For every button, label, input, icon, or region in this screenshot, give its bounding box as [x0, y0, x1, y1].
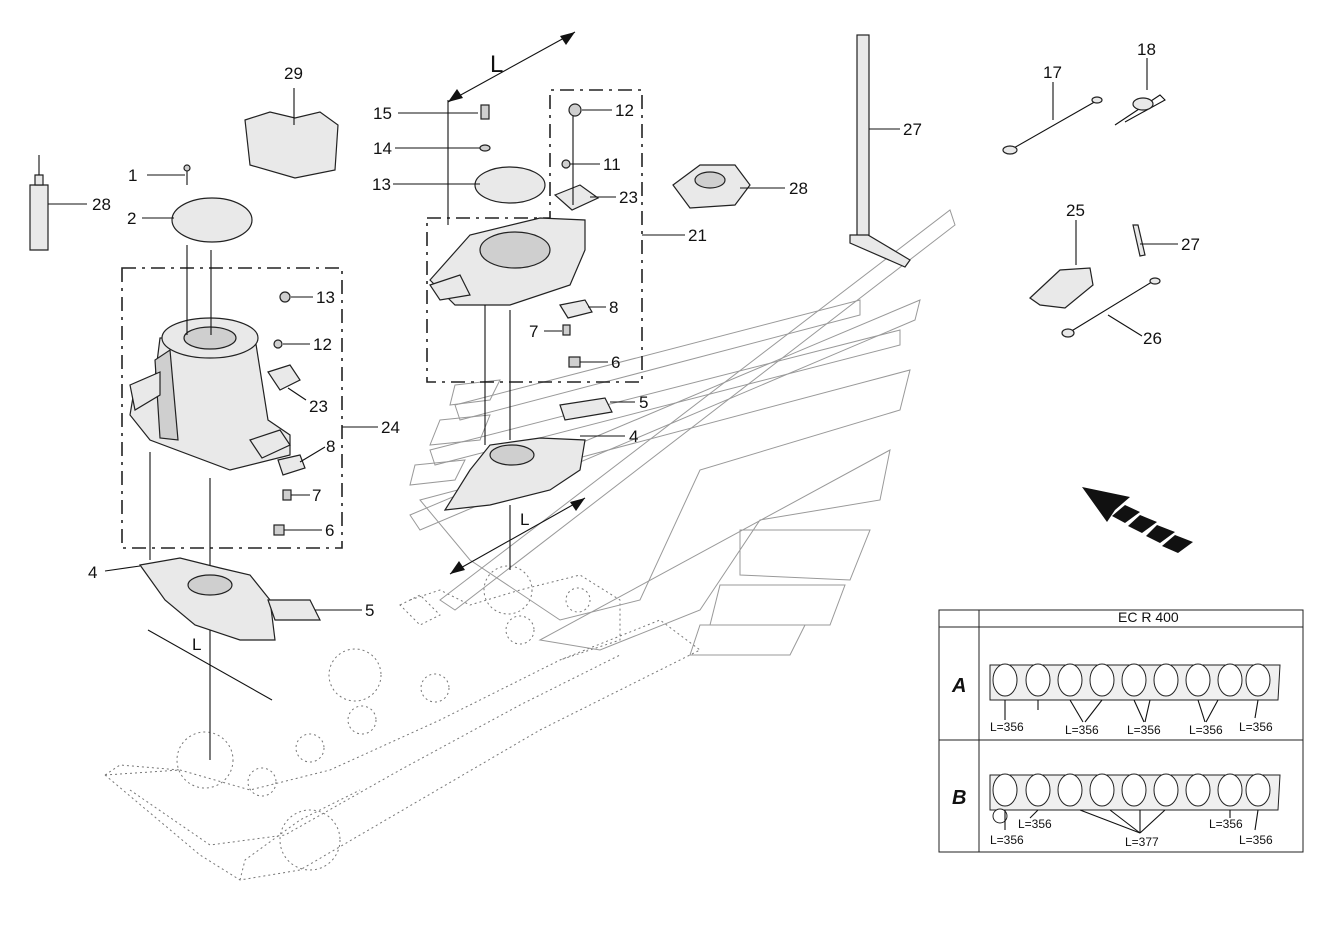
- callout-14: 14: [373, 139, 392, 158]
- row-a-value-5: L=356: [1239, 720, 1273, 734]
- callout-26: 28: [92, 195, 111, 214]
- dimension-L-top: L: [490, 51, 503, 78]
- table-model-header: EC R 400: [1118, 609, 1179, 625]
- callout-8-right: 8: [609, 298, 618, 317]
- spacing-table: EC R 400 A L=356 L=356 L=356 L=: [938, 609, 1304, 853]
- callout-13: 13: [372, 175, 391, 194]
- callout-15: 15: [373, 104, 392, 123]
- callout-20-left: 23: [309, 397, 328, 416]
- callout-6-right: 5: [639, 393, 648, 412]
- row-b-value-4: L=356: [1209, 817, 1243, 831]
- row-a-value-3: L=356: [1127, 723, 1161, 737]
- callout-7-left: 7: [312, 486, 321, 505]
- row-b-value-1: L=356: [990, 833, 1024, 847]
- row-a-value-2: L=356: [1065, 723, 1099, 737]
- callout-23: 25: [1066, 201, 1085, 220]
- callout-8-left: 8: [326, 437, 335, 456]
- misc-parts: [672, 34, 1193, 553]
- callout-4-left: 4: [88, 563, 97, 582]
- callout-2: 2: [127, 209, 136, 228]
- callout-4-right: 4: [629, 427, 638, 446]
- row-a-disc-strip: [989, 663, 1281, 723]
- swath-plates: [409, 209, 956, 656]
- callout-labels: 1 2 28 29 13 12 23 24 8 7 6 4 5 15 14 13…: [88, 40, 1200, 654]
- callout-1: 1: [128, 166, 137, 185]
- callout-24: 26: [1143, 329, 1162, 348]
- callout-5-left: 6: [325, 521, 334, 540]
- callout-11-right: 11: [603, 155, 621, 174]
- right-disc-assembly: [426, 31, 643, 575]
- callout-25: 27: [1181, 235, 1200, 254]
- callout-17: 17: [1043, 63, 1062, 82]
- callout-11-left: 12: [313, 335, 332, 354]
- row-a-value-4: L=356: [1189, 723, 1223, 737]
- callout-21: 24: [381, 418, 400, 437]
- row-a-value-1: L=356: [990, 720, 1024, 734]
- callout-20-right: 23: [619, 188, 638, 207]
- cutter-bar-outline: [103, 565, 701, 881]
- row-b-value-2: L=356: [1018, 817, 1052, 831]
- left-drum-assembly: [29, 111, 343, 760]
- row-label-a: A: [951, 675, 966, 697]
- callout-5-right: 6: [611, 353, 620, 372]
- row-b-disc-strip: [989, 773, 1281, 834]
- callout-12-right: 12: [615, 101, 634, 120]
- callout-7-right: 7: [529, 322, 538, 341]
- dimension-L-left: L: [192, 635, 201, 654]
- dimension-L-right: L: [520, 510, 529, 529]
- callout-6-left: 5: [365, 601, 374, 620]
- callout-19: 21: [688, 226, 707, 245]
- callout-28: 28: [789, 179, 808, 198]
- callout-27: 27: [903, 120, 922, 139]
- callout-12-left: 13: [316, 288, 335, 307]
- callout-18: 18: [1137, 40, 1156, 59]
- row-b-value-5: L=356: [1239, 833, 1273, 847]
- callout-leaders: [48, 58, 1178, 611]
- row-b-value-3: L=377: [1125, 835, 1159, 849]
- row-label-b: B: [952, 787, 966, 809]
- callout-29: 29: [284, 64, 303, 83]
